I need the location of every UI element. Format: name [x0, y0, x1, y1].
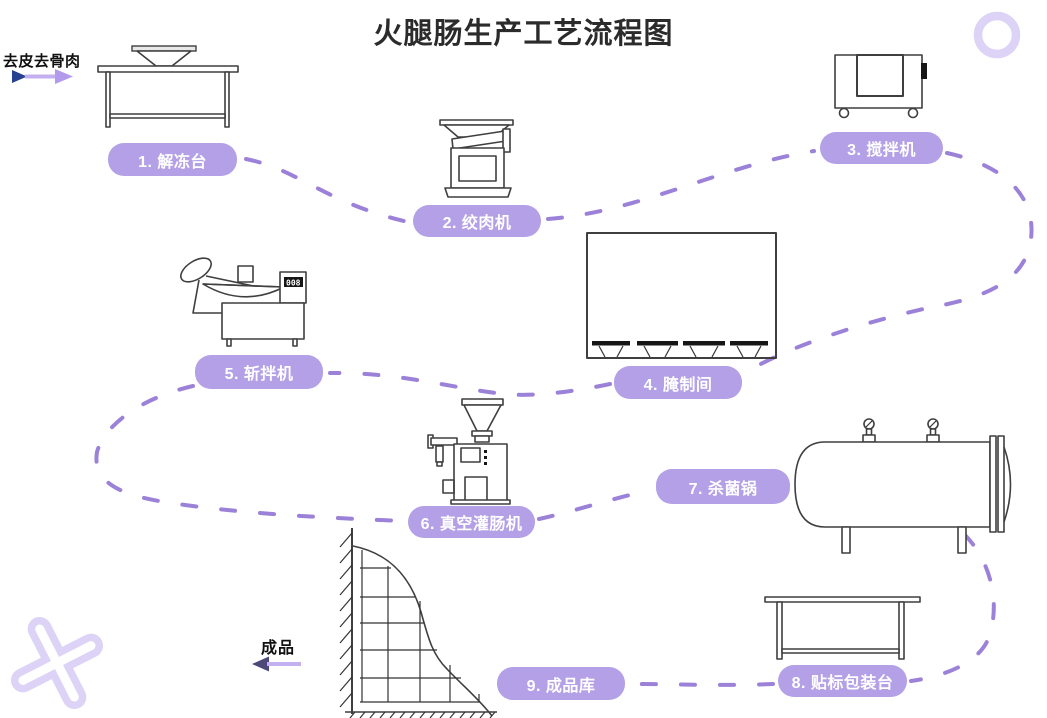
station-label-labeling-packing[interactable]: 8. 贴标包装台 [778, 665, 907, 697]
connector-3-4 [746, 151, 1034, 373]
decor-x-icon [10, 616, 104, 710]
vacuum-stuffer-figure[interactable] [427, 398, 511, 505]
connector-6-7 [537, 488, 653, 521]
input-material-label: 去皮去骨肉 [3, 53, 81, 70]
page-title: 火腿肠生产工艺流程图 [373, 18, 674, 50]
station-label-vacuum-stuffer[interactable]: 6. 真空灌肠机 [408, 506, 535, 538]
station-label-mixer[interactable]: 3. 搅拌机 [820, 132, 943, 164]
station-label-thawing-table[interactable]: 1. 解冻台 [108, 143, 237, 176]
output-arrow-icon [252, 656, 301, 672]
curing-room-figure[interactable] [586, 232, 777, 359]
connector-4-5 [328, 370, 612, 397]
connector-1-2 [244, 157, 410, 224]
decor-ring-icon [973, 11, 1021, 59]
warehouse-figure[interactable] [339, 528, 497, 718]
station-label-meat-grinder[interactable]: 2. 绞肉机 [413, 205, 541, 237]
input-arrow-icon [12, 69, 73, 84]
bowl-chopper-figure[interactable]: 008 [177, 253, 307, 347]
connector-5-6 [94, 384, 406, 523]
labeling-packing-table-figure[interactable] [764, 596, 921, 660]
chopper-display: 008 [286, 279, 301, 288]
station-label-warehouse[interactable]: 9. 成品库 [497, 667, 625, 700]
station-label-curing-room[interactable]: 4. 腌制间 [614, 366, 742, 399]
mixer-figure[interactable] [834, 54, 927, 119]
curing-racks [592, 341, 768, 358]
connector-7-8 [909, 532, 996, 683]
output-product-label: 成品 [261, 640, 296, 657]
thawing-table-figure[interactable] [97, 45, 239, 128]
station-label-bowl-chopper[interactable]: 5. 斩拌机 [195, 355, 323, 389]
floor-hatching [349, 711, 496, 718]
sterilizer-figure[interactable] [794, 418, 1012, 554]
pressure-gauge-icon [926, 418, 940, 443]
meat-grinder-figure[interactable] [439, 119, 514, 198]
connector-2-3 [546, 149, 816, 221]
connector-8-9 [627, 682, 775, 687]
flow-connectors [94, 149, 1034, 687]
wall-hatching [339, 532, 353, 708]
pressure-gauge-icon [862, 418, 876, 443]
station-label-sterilizer[interactable]: 7. 杀菌锅 [656, 469, 790, 504]
storage-grid [360, 550, 480, 703]
